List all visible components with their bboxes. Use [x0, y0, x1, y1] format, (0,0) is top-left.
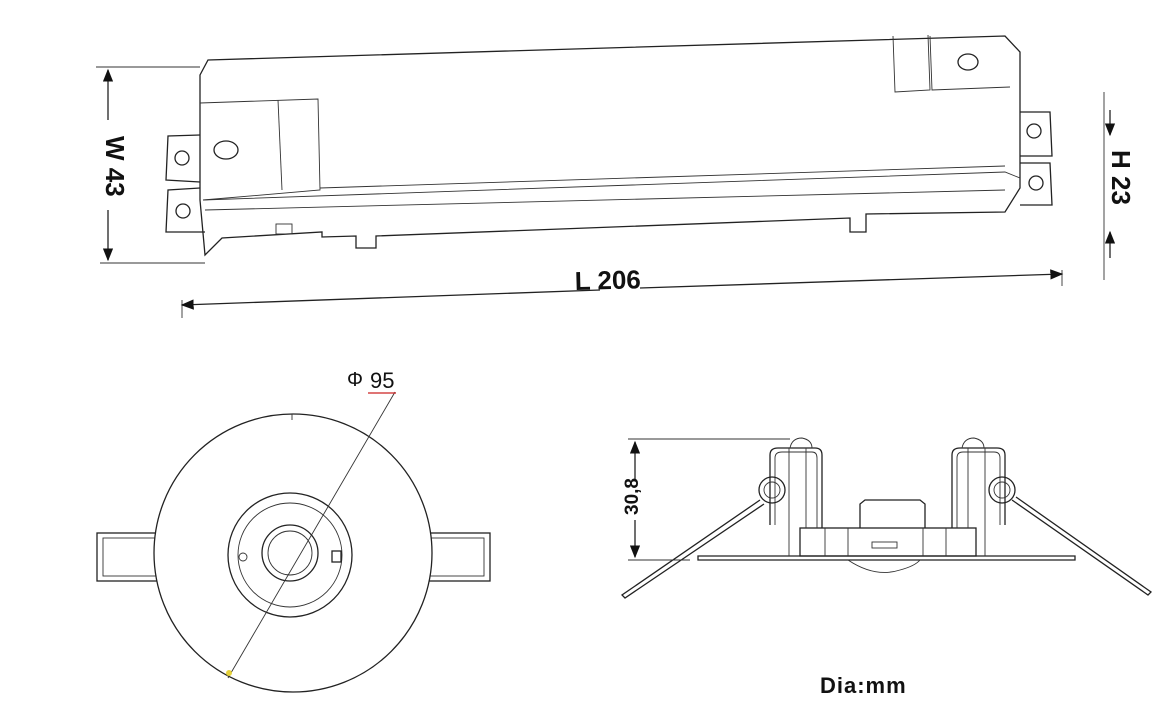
width-dimension-label: W 43: [100, 136, 130, 197]
height-dimension-label: H 23: [1106, 150, 1136, 205]
side-height-label: 30,8: [622, 478, 643, 515]
sensor-front-view: [96, 391, 491, 693]
sensor-side-view: [620, 437, 1153, 599]
diameter-value: 95: [370, 368, 394, 393]
length-dimension-label: L 206: [574, 264, 641, 296]
diameter-symbol: Φ: [347, 369, 363, 391]
driver-box-drawing: [96, 34, 1116, 318]
units-note: Dia:mm: [820, 673, 907, 698]
